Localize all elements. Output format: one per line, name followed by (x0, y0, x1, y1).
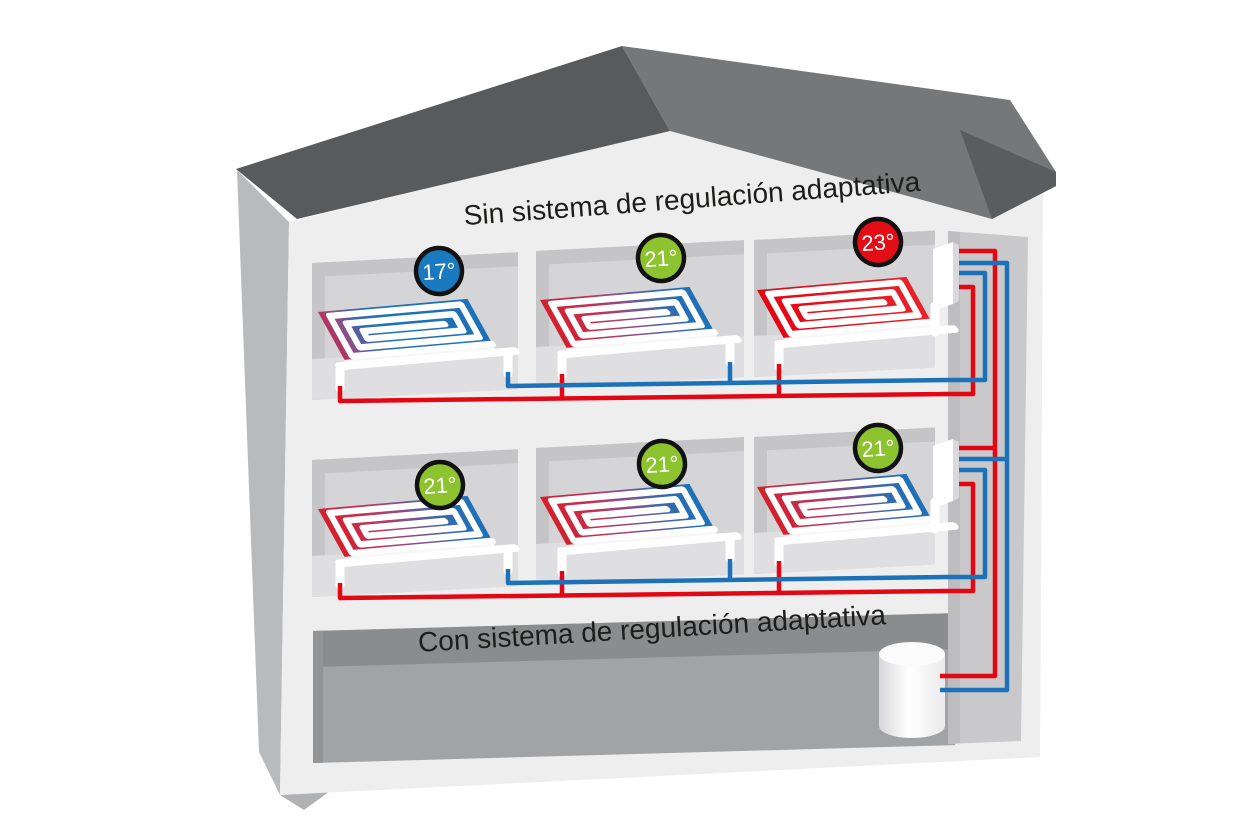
white-pipe-stubs (335, 301, 940, 590)
badge-circle (413, 245, 465, 297)
badge-circle (635, 232, 687, 284)
floor-coil-upper-middle (540, 286, 742, 359)
badge-circle (414, 459, 466, 511)
floor-coil-lower-right (757, 473, 959, 546)
floor-coil-lower-middle (540, 483, 742, 556)
badge-circle (852, 216, 904, 268)
badge-temp-label: 21° (645, 451, 680, 478)
boiler-cylinder-icon (879, 642, 945, 738)
badge-temp-label: 21° (861, 435, 896, 462)
badge-temp-label: 21° (644, 245, 679, 272)
temperature-badge-lower-right: 21° (852, 422, 904, 474)
floor-coil-lower-left (318, 495, 520, 568)
temperature-badge-upper-left: 17° (413, 245, 465, 297)
return-pipe-blue (505, 260, 1010, 693)
manifold-upper (933, 242, 959, 311)
temperature-badge-upper-right: 23° (852, 216, 904, 268)
badge-circle (852, 422, 904, 474)
temperature-badge-lower-middle: 21° (636, 438, 688, 490)
roof-left-face (236, 46, 670, 219)
roof-right-face (622, 46, 1056, 219)
badge-temp-label: 17° (422, 258, 457, 285)
left-side-wall (237, 170, 289, 795)
supply-pipe-red (337, 248, 998, 679)
badge-circle (636, 438, 688, 490)
temperature-badge-lower-left: 21° (414, 459, 466, 511)
floor-coil-upper-right (757, 276, 959, 349)
badge-temp-label: 23° (861, 229, 896, 256)
temperature-badge-upper-middle: 21° (635, 232, 687, 284)
floor-coil-upper-left (318, 298, 520, 371)
manifold-lower (933, 439, 959, 508)
roof-right-tip (960, 130, 1056, 219)
basement (313, 613, 955, 763)
pipe-shaft (948, 231, 1028, 744)
badge-temp-label: 21° (423, 472, 458, 499)
bottom-left-wedge (280, 791, 330, 810)
